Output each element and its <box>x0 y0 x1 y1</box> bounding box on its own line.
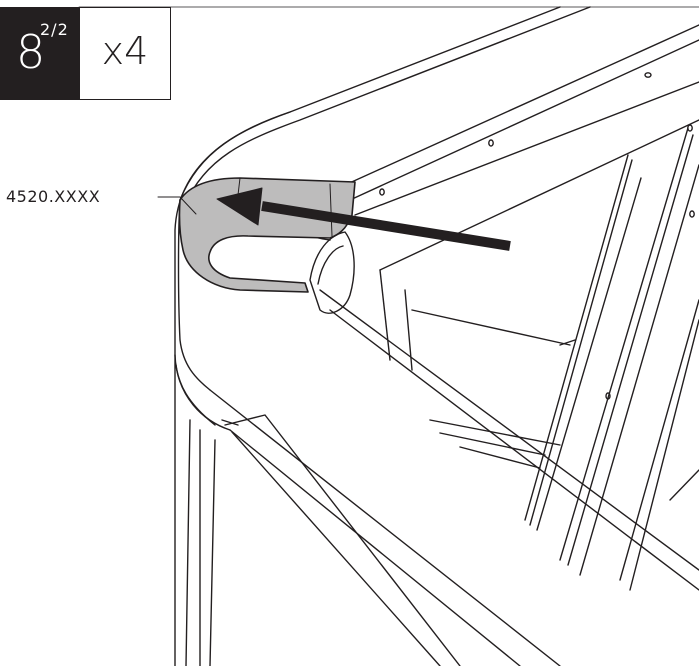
inner-frame-3 <box>411 309 571 346</box>
top-rail-outer <box>179 6 561 201</box>
corner-body-inner <box>177 199 211 391</box>
front-rail-bottom-2 <box>229 429 521 666</box>
inner-frame-7 <box>459 446 541 469</box>
step-number: 8 <box>16 25 46 79</box>
bolt-hole <box>488 139 494 147</box>
rail-slot <box>224 414 461 666</box>
strut-c-2 <box>629 319 699 591</box>
step-number-box: 8 2/2 <box>0 7 79 100</box>
top-rail-face-2 <box>349 39 699 201</box>
strut-b-3 <box>579 164 699 576</box>
inner-frame-5 <box>429 419 561 446</box>
quantity-box: x4 <box>79 7 171 100</box>
step-substep: 2/2 <box>40 20 69 39</box>
bolt-hole <box>644 72 652 78</box>
bolt-hole <box>689 210 695 218</box>
strut-a-1 <box>524 154 629 521</box>
strut-b-2 <box>567 134 694 566</box>
inner-frame-2 <box>404 289 413 371</box>
quantity-label: x4 <box>101 29 149 73</box>
top-rail-face-4 <box>379 119 699 271</box>
strut-b-1 <box>559 127 689 561</box>
end-cap-seam <box>329 183 333 237</box>
corner-body-lower <box>175 364 231 431</box>
end-cap-edge <box>237 177 241 196</box>
inner-frame-6 <box>439 432 546 456</box>
inner-frame-4 <box>559 339 576 346</box>
part-leader-line <box>157 196 197 215</box>
top-rail-face <box>344 24 699 186</box>
front-rail-outer-2 <box>185 419 191 666</box>
leg-left-2 <box>209 439 216 666</box>
end-cap-part <box>178 177 356 293</box>
part-number-label: 4520.XXXX <box>6 187 101 206</box>
strut-a-3 <box>536 177 642 531</box>
front-rail-edge <box>329 309 699 591</box>
arrow-left-icon <box>216 187 511 251</box>
strut-a-2 <box>529 159 633 526</box>
strut-d <box>669 469 699 501</box>
bolt-hole <box>379 188 385 196</box>
pivot-outer <box>309 231 355 314</box>
top-rail-inner <box>184 6 591 206</box>
top-rail-face-3 <box>354 81 699 216</box>
front-rail-bottom <box>209 389 561 666</box>
pivot-inner <box>317 245 344 285</box>
rail-slot-2 <box>221 419 239 426</box>
rail-slot-inner <box>231 431 441 666</box>
strut-c-1 <box>619 299 699 581</box>
inner-frame-1 <box>379 269 391 361</box>
